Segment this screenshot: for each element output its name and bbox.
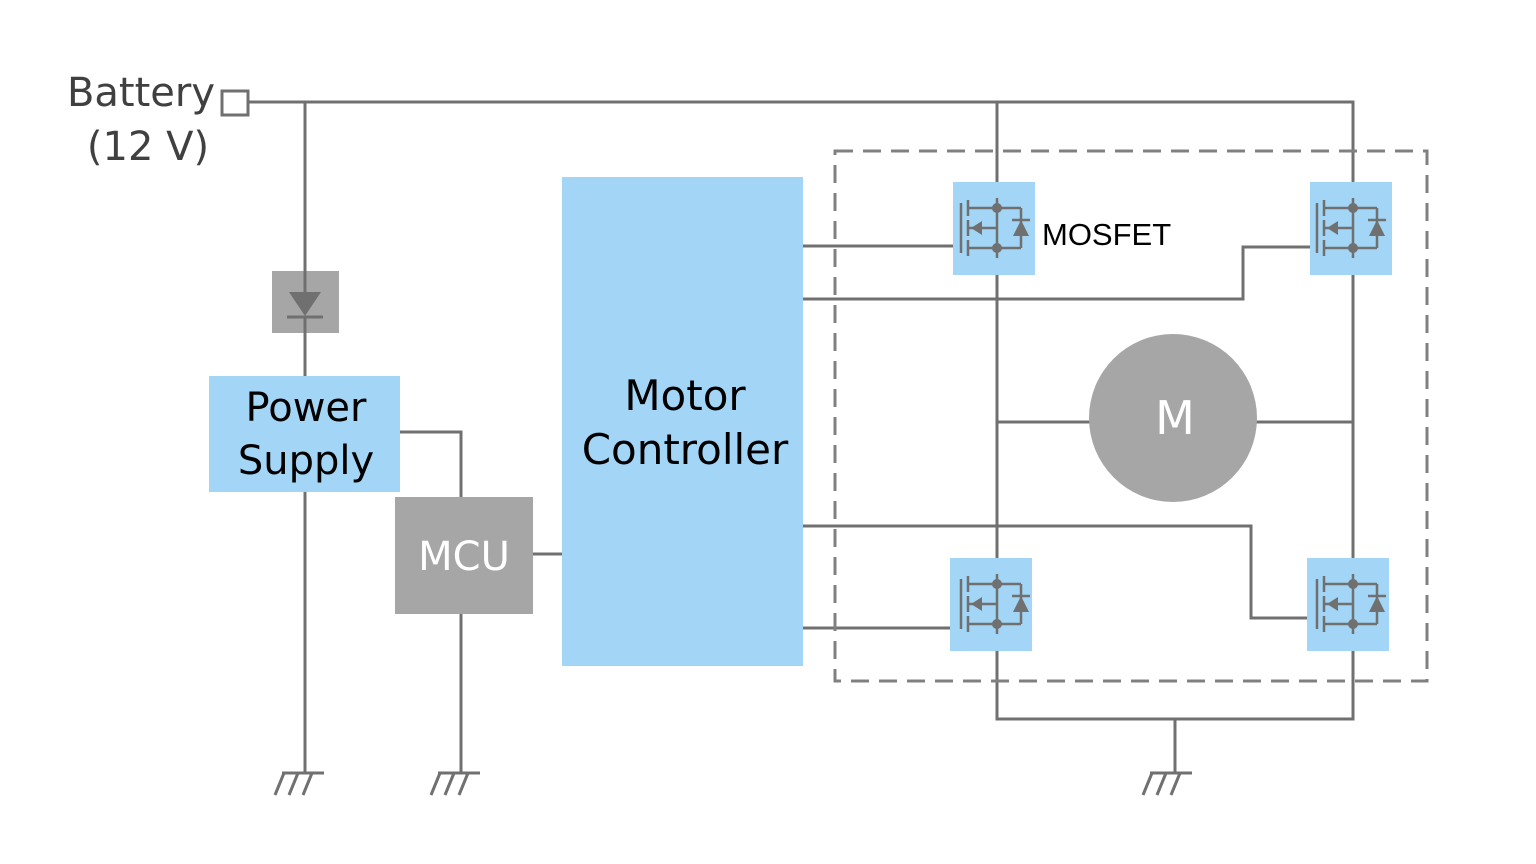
ground-icon-mcu [429,771,482,797]
ground-icon-bridge [1141,771,1194,797]
mcu-label: MCU [418,534,510,580]
power-supply-label-line1: Power [246,385,367,431]
mcu-block [395,497,533,614]
power-supply-label-line2: Supply [238,438,374,484]
mosfet-bottom-right [1307,558,1389,651]
battery-voltage-label: (12 V) [87,124,209,170]
mosfet-top-right [1310,182,1392,275]
battery-label: Battery [67,70,215,116]
battery-terminal-icon [220,89,250,117]
mosfet-label: MOSFET [1042,217,1171,252]
motor-label: M [1155,391,1195,445]
mosfet-bottom-left [950,558,1032,651]
motor-controller-label-line2: Controller [582,425,789,474]
wires [249,100,1355,772]
motor-icon [1089,334,1257,502]
mosfet-top-left [953,182,1035,275]
motor-controller-label-line1: Motor [624,371,746,420]
ground-icon-power-supply [273,771,326,797]
power-supply-block [209,376,400,492]
diode-icon [272,271,339,333]
h-bridge-boundary [833,149,1429,683]
motor-controller-block [562,177,803,666]
